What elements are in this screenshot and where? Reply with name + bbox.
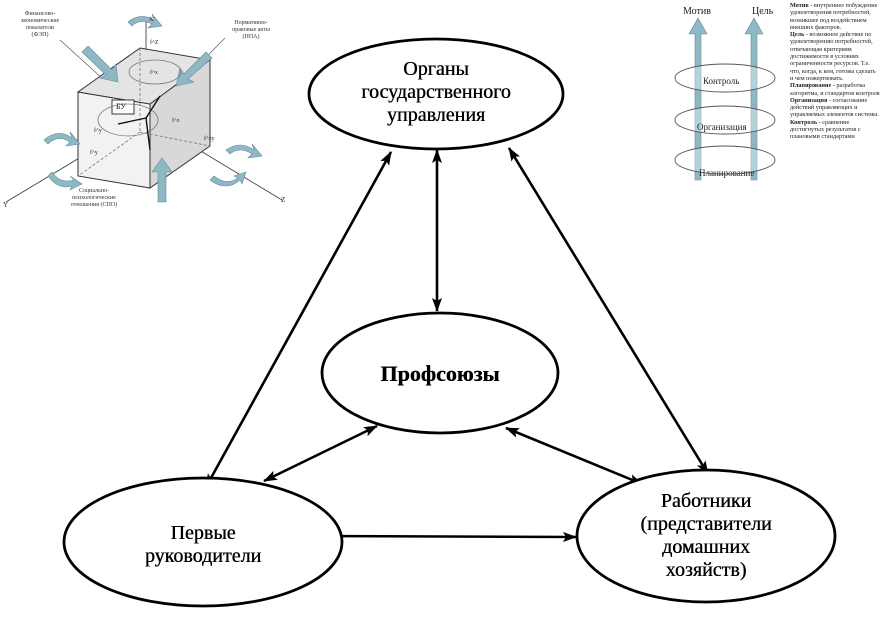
spo-label: Социально- психологические отношения (СП… [54,188,134,209]
spo-line: Социально- [78,188,110,194]
planning-label: Планирование [699,168,755,178]
definition-desc: - возможное действие по удовлетворению п… [790,31,876,82]
npa-label: Нормативно- правовые акты (НПА) [220,20,282,41]
fei-line: показатели [25,25,55,31]
label-line: Работники [660,490,752,512]
definition-item: Планирование - разработка алгоритма, и с… [790,82,880,97]
cube-hidden-edge [139,131,211,147]
force-label: f^х [150,70,158,76]
label-line: (представители [640,513,772,535]
definition-desc: - сравнение достигнутых результатов с пл… [790,118,861,141]
axis-y-label: Y [3,201,9,209]
node-government-label: Органы государственного управления [336,58,536,127]
label-line: Первые [170,522,236,544]
definition-desc: - внутреннее побуждение удовлетворения п… [790,2,878,31]
node-unions-label: Профсоюзы [340,362,540,385]
npa-line: правовые акты [232,27,270,33]
label-line: государственного [361,81,511,103]
teal-arrow-icon [81,45,119,83]
node-leaders-shape [62,476,344,608]
teal-arrow-icon [225,143,263,159]
npa-line: (НПА) [242,34,260,40]
fei-label: Финансово- экономические показатели (ФЭП… [5,11,75,39]
fei-line: (ФЭП) [31,32,49,38]
control-label: Контроль [703,76,740,86]
cube-figure [5,13,283,203]
teal-arrow-icon [209,171,247,187]
definition-term: Организация [790,96,828,104]
fei-line: Финансово- [24,11,56,17]
definition-item: Цель - возможное действие по удовлетворе… [790,31,880,82]
label-line: домашних [662,536,750,558]
arrow-leaders-workers [315,531,577,542]
definition-desc: - разработка алгоритма, и стандартов кон… [790,82,880,97]
node-unions-shape [320,311,560,435]
arrow-unions-workers [505,426,643,486]
vertical-arrow-icon [744,17,764,181]
definition-item: Мотив - внутреннее побуждение удовлетвор… [790,2,880,31]
node-workers-label: Работники (представители домашних хозяйс… [616,490,796,582]
teal-arrow-icon [43,131,81,147]
bu-label: БУ [116,102,126,111]
npa-line: Нормативно- [234,20,268,26]
vertical-arrow-icon [688,17,708,181]
force-label: f^z [172,118,180,124]
label-line: Профсоюзы [380,361,500,386]
spo-line: отношения (СПО) [70,202,118,208]
node-leaders-label: Первые руководители [113,522,293,568]
force-label: f^Z [150,40,159,46]
axis-z-label: Z [281,196,286,204]
cube-hidden-edge [77,131,141,177]
inner-arrow-line [145,117,151,151]
node-workers-shape [575,468,837,604]
inset-cube-diagram: Финансово- экономические показатели (ФЭП… [0,0,300,215]
fei-line: экономические [20,18,60,24]
definitions-text: Мотив - внутреннее побуждение удовлетвор… [790,2,880,141]
axis-x-label: X [149,17,154,23]
inner-arrow-line [117,117,147,125]
force-label: f^zy [204,136,215,142]
force-label: f^у [94,128,102,134]
label-line: руководители [144,545,262,567]
ring-planning [674,145,776,175]
motive-label: Мотив [683,6,711,17]
definition-item: Контроль - сравнение достигнутых результ… [790,119,880,141]
definition-term: Мотив [790,2,809,9]
definition-desc: - согласование действий управляющих и уп… [790,96,879,119]
force-label: f^y [90,150,98,156]
inset-management-cycle: Мотив Цель Контроль Организация Планиров… [665,0,880,190]
goal-label: Цель [752,6,774,17]
ring-organization [674,105,776,135]
arrow-government-workers [507,147,710,475]
rotation-loop [97,103,159,137]
teal-arrow-icon [127,13,163,29]
node-government-shape [307,37,565,151]
arrow-unions-leaders [263,424,378,483]
label-line: управления [386,104,486,126]
definition-term: Цель [790,31,805,39]
teal-arrow-icon [175,51,213,87]
label-line: хозяйств) [665,559,747,581]
organization-label: Организация [697,122,747,132]
definition-term: Контроль [790,118,818,126]
rotation-loop [128,59,182,85]
definition-term: Планирование [790,82,832,90]
spo-line: психологические [72,195,116,201]
label-line: Органы [403,58,469,80]
teal-arrow-icon [47,171,83,191]
teal-arrow-icon [151,157,173,203]
inner-arrow-line [145,95,161,119]
ring-control [674,63,776,93]
cycle-figure [674,17,776,181]
arrow-government-leaders [204,151,393,488]
definition-item: Организация - согласование действий упра… [790,97,880,119]
bu-box [111,99,135,115]
